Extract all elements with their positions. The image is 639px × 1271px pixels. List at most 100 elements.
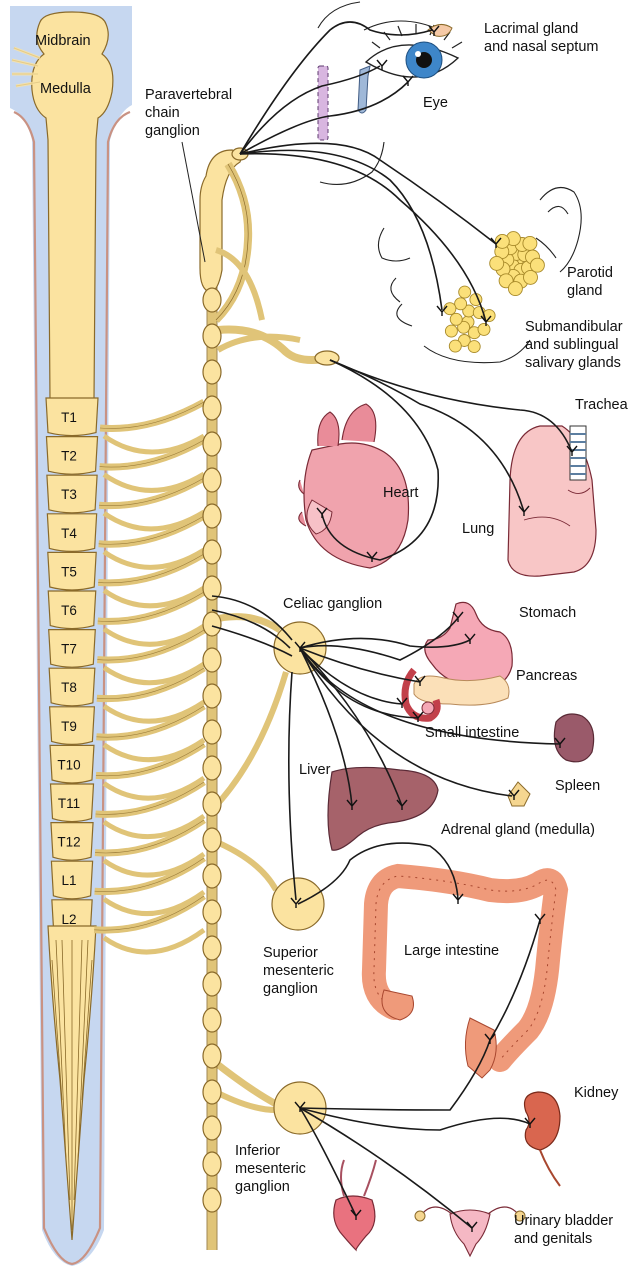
- spinal-nerve-t1: [100, 402, 204, 428]
- chain-ganglion-4: [203, 396, 221, 420]
- chain-ganglion-12: [203, 684, 221, 708]
- chain-to-celiac-lower: [212, 672, 286, 810]
- submandibular-gland-shape-lobule: [445, 325, 457, 337]
- chain-ganglion-17: [203, 864, 221, 888]
- parotid-gland-shape-lobule: [523, 236, 537, 250]
- label-spleen: Spleen: [555, 778, 600, 794]
- spinal-nerve-connections: [94, 402, 286, 1110]
- segment-label-t5: T5: [61, 564, 77, 579]
- chain-ganglion-6: [203, 468, 221, 492]
- chain-ganglion-7: [203, 504, 221, 528]
- uterus-shape: [450, 1210, 490, 1256]
- segment-label-t3: T3: [61, 487, 77, 502]
- fiber-to-parotid: [240, 143, 496, 244]
- label-stomach: Stomach: [519, 605, 576, 621]
- bladder-ureters: [341, 1160, 376, 1196]
- submandibular-gland-shape-lobule: [478, 323, 490, 335]
- segment-label-t7: T7: [61, 642, 77, 657]
- chain-ganglion-5: [203, 432, 221, 456]
- chain-ganglion-13: [203, 720, 221, 744]
- segment-label-t8: T8: [61, 680, 77, 695]
- label-adrenal: Adrenal gland (medulla): [441, 822, 595, 838]
- nose-line: [378, 228, 410, 261]
- ear: [540, 188, 581, 273]
- label-large-intestine: Large intestine: [404, 943, 499, 959]
- submandibular-gland-shape-lobule: [459, 286, 471, 298]
- segment-label-t1: T1: [61, 410, 77, 425]
- label-parotid-1: Parotid: [567, 265, 613, 281]
- fiber-celiac-to-sup-mesenteric: [289, 672, 296, 900]
- chain-ganglion-10: [203, 612, 221, 636]
- nerve-terminals: [291, 26, 577, 1232]
- label-inferior-2: mesenteric: [235, 1161, 306, 1177]
- label-small-intestine: Small intestine: [425, 725, 519, 741]
- paravertebral-chain: [200, 148, 339, 1250]
- label-bladder-2: and genitals: [514, 1231, 592, 1247]
- bladder-shape: [334, 1196, 375, 1250]
- chain-ganglion-18: [203, 900, 221, 924]
- fiber-to-submandibular: [240, 150, 442, 310]
- label-bladder-1: Urinary bladder: [514, 1213, 613, 1229]
- chain-ganglion-11: [203, 648, 221, 672]
- submandibular-gland-shape-lobule: [449, 340, 461, 352]
- chain-ganglion-21: [203, 1008, 221, 1032]
- segment-label-t2: T2: [61, 449, 77, 464]
- label-parotid-2: gland: [567, 283, 602, 299]
- ovary-left: [415, 1211, 425, 1221]
- pancreas-shape: [414, 676, 509, 705]
- ureter: [540, 1150, 560, 1186]
- label-lung: Lung: [462, 521, 494, 537]
- segment-label-t12: T12: [57, 835, 80, 850]
- label-submandibular-1: Submandibular: [525, 319, 623, 335]
- label-trachea: Trachea: [575, 397, 629, 413]
- chain-ganglion-3: [203, 360, 221, 384]
- kidney-shape: [525, 1092, 561, 1150]
- parotid-gland-shape-lobule: [508, 282, 522, 296]
- segment-label-l1: L1: [61, 873, 76, 888]
- cheek-line: [320, 142, 384, 184]
- chain-ganglion-19: [203, 936, 221, 960]
- mouth-line: [391, 278, 412, 326]
- chain-ganglion-16: [203, 828, 221, 852]
- label-liver: Liver: [299, 762, 331, 778]
- eye-glint: [415, 51, 421, 57]
- label-kidney: Kidney: [574, 1085, 619, 1101]
- label-paravertebral-2: chain: [145, 105, 180, 121]
- chain-ganglion-15: [203, 792, 221, 816]
- adrenal-shape: [508, 782, 530, 806]
- label-lacrimal-2: and nasal septum: [484, 39, 598, 55]
- parotid-gland-shape-lobule: [490, 256, 504, 270]
- label-superior-3: ganglion: [263, 981, 318, 997]
- chain-ganglion-26: [203, 1188, 221, 1212]
- segment-label-t9: T9: [61, 719, 77, 734]
- label-submandibular-2: and sublingual: [525, 337, 619, 353]
- label-eye: Eye: [423, 95, 448, 111]
- brow-line: [364, 21, 440, 30]
- small-intestine-lumen: [422, 702, 434, 714]
- rectum-shape: [465, 1018, 496, 1078]
- label-medulla: Medulla: [40, 81, 92, 97]
- parotid-gland-shape-lobule: [524, 270, 538, 284]
- chain-ganglion-22: [203, 1044, 221, 1068]
- chain-ganglion-14: [203, 756, 221, 780]
- chain-ganglion-25: [203, 1152, 221, 1176]
- spleen-shape: [554, 714, 593, 762]
- nasal-septum: [318, 66, 328, 140]
- stomach-shape: [425, 602, 512, 688]
- label-inferior-1: Inferior: [235, 1143, 280, 1159]
- label-celiac: Celiac ganglion: [283, 596, 382, 612]
- label-pancreas: Pancreas: [516, 668, 577, 684]
- chain-to-superior-mesenteric: [212, 840, 276, 890]
- submandibular-gland-shape-lobule: [450, 313, 462, 325]
- chain-ganglion-8: [203, 540, 221, 564]
- fiber-to-kidney: [300, 1108, 530, 1130]
- submandibular-gland-shape-lobule: [444, 303, 456, 315]
- chain-ganglion-2: [203, 324, 221, 348]
- segment-label-l2: L2: [61, 912, 76, 927]
- cervical-branch-neck-2: [218, 337, 300, 350]
- cord-segments: [46, 398, 98, 937]
- label-lacrimal-1: Lacrimal gland: [484, 21, 578, 37]
- label-heart: Heart: [383, 485, 418, 501]
- submandibular-gland-shape-lobule: [468, 341, 480, 353]
